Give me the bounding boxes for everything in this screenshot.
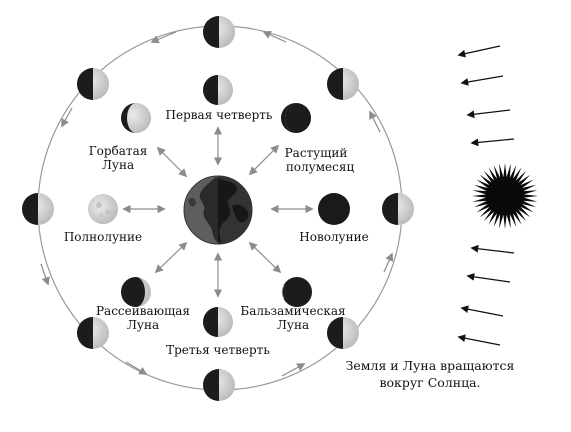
moon-first-quarter-icon xyxy=(203,75,233,105)
inner-moons xyxy=(88,75,350,337)
earth-globe-icon xyxy=(183,175,253,245)
moon-phase-icon xyxy=(327,317,359,349)
moon-waxing-crescent-icon xyxy=(281,103,311,133)
moon-phase-icon xyxy=(327,68,359,100)
radial-arrow xyxy=(154,241,188,274)
sunlight-arrow xyxy=(460,305,504,317)
orbit-arrow xyxy=(281,363,306,377)
label-first-quarter: Первая четверть xyxy=(166,108,273,122)
label-waning-gibbous-2: Луна xyxy=(127,318,159,332)
label-waxing-gibbous-2: Луна xyxy=(102,158,134,172)
label-full-moon: Полнолуние xyxy=(64,230,142,244)
moon-new-icon xyxy=(318,193,350,225)
moon-full-icon xyxy=(88,194,118,224)
label-waxing-crescent-1: Растущий xyxy=(285,146,348,160)
outer-moons xyxy=(22,16,414,401)
sunlight-arrow xyxy=(457,334,501,346)
radial-arrows xyxy=(122,126,314,298)
moon-phase-icon xyxy=(382,193,414,225)
label-last-quarter: Третья четверть xyxy=(166,343,270,357)
caption-line-1: Земля и Луна вращаются xyxy=(346,358,515,373)
orbit-arrow xyxy=(150,31,177,44)
caption-line-2: вокруг Солнца. xyxy=(379,375,480,390)
radial-arrow xyxy=(248,144,280,176)
orbit-arrow xyxy=(369,110,381,133)
sunlight-arrow xyxy=(470,138,515,147)
sunlight-arrow xyxy=(466,273,511,283)
label-waxing-gibbous-1: Горбатая xyxy=(89,144,148,158)
moon-phase-icon xyxy=(203,16,235,48)
label-waxing-crescent-2: полумесяц xyxy=(286,160,355,174)
radial-arrow xyxy=(248,241,282,274)
sunlight-arrow xyxy=(457,45,501,58)
sunlight-arrow xyxy=(466,109,511,119)
sunlight-arrows xyxy=(457,45,515,346)
moon-phase-icon xyxy=(77,317,109,349)
orbit-arrow xyxy=(61,107,73,128)
moon-last-quarter-icon xyxy=(203,307,233,337)
orbit-arrows xyxy=(40,30,394,377)
moon-waning-gibbous-icon xyxy=(121,277,151,307)
label-new-moon: Новолуние xyxy=(299,230,368,244)
orbit-arrow xyxy=(125,361,148,375)
sunlight-arrow xyxy=(460,75,504,86)
orbit-arrow xyxy=(262,30,287,43)
label-waning-crescent-1: Бальзамическая xyxy=(240,304,345,318)
moon-waxing-gibbous-icon xyxy=(121,103,151,133)
orbit-arrow xyxy=(383,252,394,273)
sun-icon xyxy=(472,163,538,229)
sunlight-arrow xyxy=(470,244,515,254)
label-waning-gibbous-1: Рассеивающая xyxy=(96,304,190,318)
radial-arrow xyxy=(156,146,188,178)
moon-waning-crescent-icon xyxy=(281,277,312,307)
sun-core xyxy=(487,178,523,214)
moon-phase-icon xyxy=(22,193,54,225)
moon-phase-icon xyxy=(203,369,235,401)
label-waning-crescent-2: Луна xyxy=(277,318,309,332)
orbit-arrow xyxy=(40,263,50,286)
moon-phase-icon xyxy=(77,68,109,100)
